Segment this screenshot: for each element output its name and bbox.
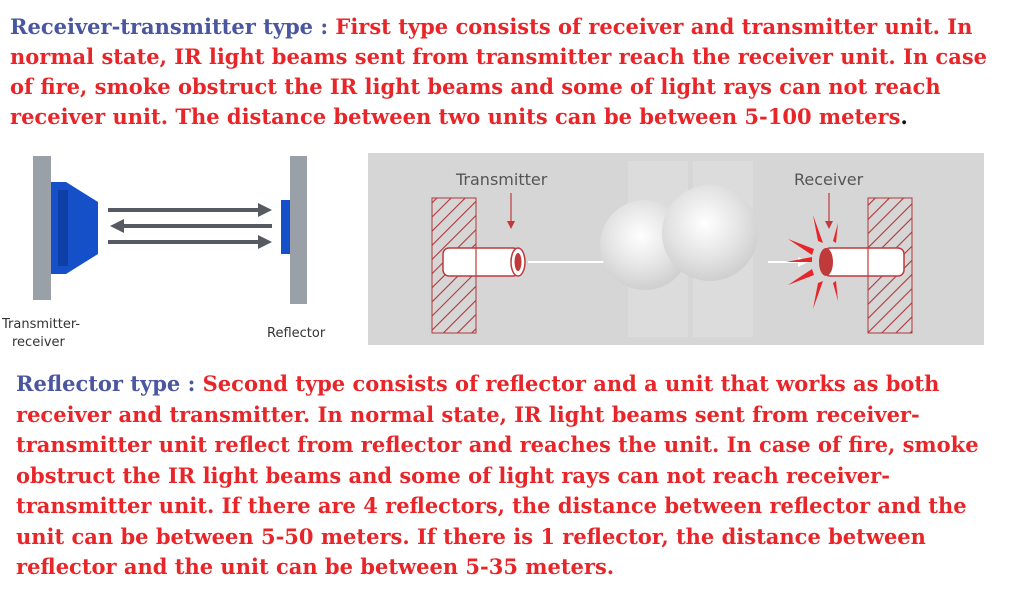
receiver-transmitter-paragraph: Receiver-transmitter type : First type c… xyxy=(10,12,1015,132)
receiver-transmitter-text: First type consists of receiver and tran… xyxy=(10,14,988,129)
reflector-plate xyxy=(281,200,290,254)
right-wall xyxy=(290,156,307,304)
beam-arrows xyxy=(108,203,272,249)
transmitter-device xyxy=(442,247,526,277)
transmitter-label: Transmitter xyxy=(455,170,548,189)
receiver-label: Receiver xyxy=(794,170,864,189)
reflector-label: Reflector xyxy=(267,326,326,341)
reflector-type-heading: Reflector type : xyxy=(16,371,196,396)
receiver-transmitter-heading: Receiver-transmitter type : xyxy=(10,14,329,39)
sentence-end-period: . xyxy=(900,104,908,129)
receiver-device xyxy=(819,247,905,277)
reflector-type-text: Second type consists of reflector and a … xyxy=(16,371,979,579)
smoke-ball-2 xyxy=(662,185,758,281)
receiver-transmitter-diagram: Transmitter Receiver xyxy=(368,153,984,345)
reflector-type-diagram: Transmitter- receiver Reflector xyxy=(1,156,326,350)
left-wall xyxy=(33,156,51,300)
alarm-rays xyxy=(786,215,838,309)
transmitter-receiver-label-line2: receiver xyxy=(12,335,66,350)
transmitter-receiver-label-line1: Transmitter- xyxy=(1,317,80,332)
reflector-type-paragraph: Reflector type : Second type consists of… xyxy=(16,369,1016,583)
